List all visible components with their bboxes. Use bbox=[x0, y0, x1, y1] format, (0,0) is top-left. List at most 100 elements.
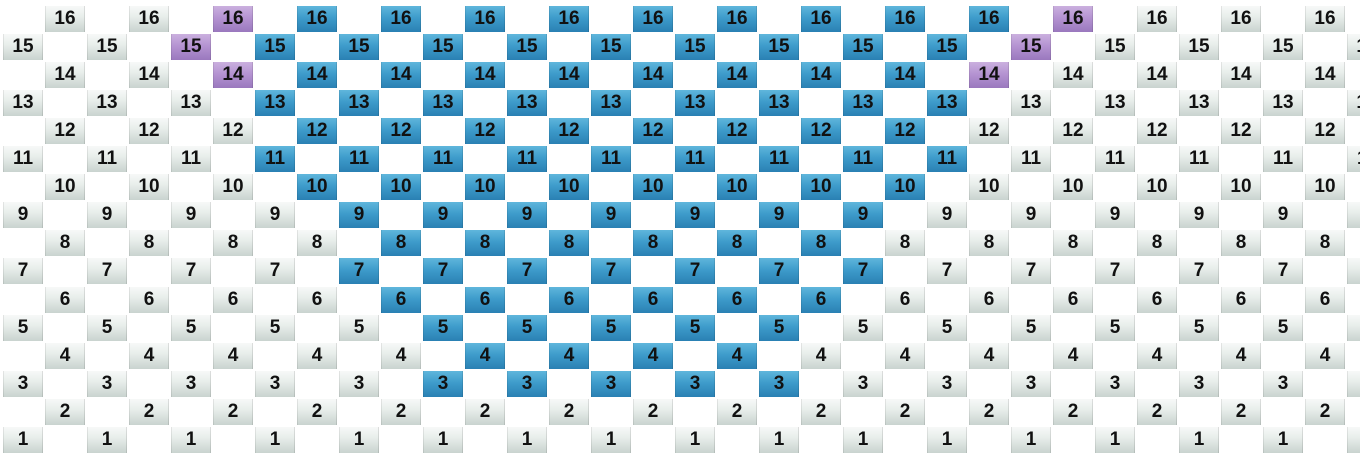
bead-number: 5 bbox=[18, 317, 29, 339]
bead-number: 4 bbox=[1236, 345, 1247, 367]
bead-number: 11 bbox=[349, 148, 369, 170]
bead-cell: 11 bbox=[843, 146, 883, 172]
bead-cell: 11 bbox=[87, 146, 127, 172]
bead-cell: 15 bbox=[1347, 34, 1360, 60]
bead-cell: 13 bbox=[759, 90, 799, 116]
bead-number: 6 bbox=[228, 289, 239, 311]
bead-cell: 1 bbox=[87, 427, 127, 453]
bead-number: 1 bbox=[438, 429, 449, 451]
bead-cell: 11 bbox=[1263, 146, 1303, 172]
bead-number: 15 bbox=[180, 36, 201, 58]
bead-number: 14 bbox=[642, 64, 663, 86]
bead-number: 12 bbox=[390, 120, 411, 142]
bead-number: 10 bbox=[1062, 176, 1083, 198]
bead-number: 12 bbox=[222, 120, 243, 142]
bead-number: 2 bbox=[984, 401, 995, 423]
bead-number: 5 bbox=[1194, 317, 1205, 339]
bead-cell: 2 bbox=[1221, 399, 1261, 425]
bead-cell: 4 bbox=[1221, 343, 1261, 369]
bead-cell: 15 bbox=[3, 34, 43, 60]
bead-cell: 12 bbox=[969, 118, 1009, 144]
bead-number: 9 bbox=[774, 204, 785, 226]
bead-number: 14 bbox=[1314, 64, 1335, 86]
bead-cell: 13 bbox=[423, 90, 463, 116]
bead-cell: 13 bbox=[171, 90, 211, 116]
bead-number: 4 bbox=[1320, 345, 1331, 367]
bead-cell: 10 bbox=[633, 174, 673, 200]
bead-number: 2 bbox=[480, 401, 491, 423]
bead-cell: 6 bbox=[381, 287, 421, 313]
bead-number: 8 bbox=[900, 232, 911, 254]
bead-number: 11 bbox=[433, 148, 453, 170]
bead-cell: 1 bbox=[3, 427, 43, 453]
bead-number: 3 bbox=[438, 373, 449, 395]
bead-number: 5 bbox=[522, 317, 533, 339]
bead-cell: 13 bbox=[675, 90, 715, 116]
bead-number: 7 bbox=[522, 260, 533, 282]
bead-number: 5 bbox=[1026, 317, 1037, 339]
bead-number: 12 bbox=[138, 120, 159, 142]
bead-number: 6 bbox=[648, 289, 659, 311]
bead-cell: 7 bbox=[171, 258, 211, 284]
bead-cell: 9 bbox=[87, 202, 127, 228]
bead-number: 7 bbox=[1026, 260, 1037, 282]
bead-cell: 13 bbox=[1011, 90, 1051, 116]
bead-cell: 3 bbox=[927, 371, 967, 397]
bead-cell: 14 bbox=[549, 62, 589, 88]
bead-number: 13 bbox=[1020, 92, 1041, 114]
bead-number: 1 bbox=[354, 429, 365, 451]
bead-number: 1 bbox=[522, 429, 533, 451]
bead-number: 1 bbox=[1026, 429, 1037, 451]
bead-number: 7 bbox=[1110, 260, 1121, 282]
bead-number: 13 bbox=[1188, 92, 1209, 114]
bead-cell: 7 bbox=[423, 258, 463, 284]
bead-number: 11 bbox=[1189, 148, 1209, 170]
bead-cell: 3 bbox=[255, 371, 295, 397]
bead-cell: 2 bbox=[633, 399, 673, 425]
bead-cell: 3 bbox=[87, 371, 127, 397]
bead-cell: 13 bbox=[591, 90, 631, 116]
bead-number: 15 bbox=[768, 36, 789, 58]
bead-cell: 16 bbox=[465, 6, 505, 32]
bead-number: 14 bbox=[558, 64, 579, 86]
bead-number: 12 bbox=[726, 120, 747, 142]
bead-cell: 10 bbox=[129, 174, 169, 200]
bead-number: 10 bbox=[1230, 176, 1251, 198]
bead-cell: 12 bbox=[1221, 118, 1261, 144]
bead-number: 6 bbox=[1236, 289, 1247, 311]
bead-number: 16 bbox=[1062, 8, 1083, 30]
bead-cell: 7 bbox=[1179, 258, 1219, 284]
bead-cell: 6 bbox=[717, 287, 757, 313]
bead-number: 5 bbox=[438, 317, 449, 339]
bead-cell: 8 bbox=[1221, 230, 1261, 256]
bead-number: 11 bbox=[853, 148, 873, 170]
bead-cell: 15 bbox=[171, 34, 211, 60]
bead-cell: 12 bbox=[1137, 118, 1177, 144]
bead-number: 9 bbox=[186, 204, 197, 226]
bead-number: 5 bbox=[102, 317, 113, 339]
bead-cell: 14 bbox=[969, 62, 1009, 88]
bead-cell: 12 bbox=[45, 118, 85, 144]
bead-cell: 9 bbox=[675, 202, 715, 228]
bead-number: 6 bbox=[900, 289, 911, 311]
bead-number: 16 bbox=[222, 8, 243, 30]
bead-cell: 4 bbox=[1305, 343, 1345, 369]
bead-cell: 6 bbox=[45, 287, 85, 313]
bead-number: 4 bbox=[732, 345, 743, 367]
bead-cell: 16 bbox=[381, 6, 421, 32]
bead-number: 15 bbox=[1020, 36, 1041, 58]
bead-cell: 10 bbox=[717, 174, 757, 200]
bead-cell: 5 bbox=[1179, 315, 1219, 341]
bead-cell: 2 bbox=[801, 399, 841, 425]
bead-cell: 6 bbox=[213, 287, 253, 313]
bead-number: 10 bbox=[138, 176, 159, 198]
bead-cell: 3 bbox=[1011, 371, 1051, 397]
bead-number: 3 bbox=[522, 373, 533, 395]
bead-number: 9 bbox=[438, 204, 449, 226]
bead-cell: 3 bbox=[591, 371, 631, 397]
bead-cell: 13 bbox=[255, 90, 295, 116]
bead-cell: 1 bbox=[927, 427, 967, 453]
bead-cell: 10 bbox=[381, 174, 421, 200]
bead-number: 13 bbox=[1104, 92, 1125, 114]
bead-cell: 6 bbox=[633, 287, 673, 313]
